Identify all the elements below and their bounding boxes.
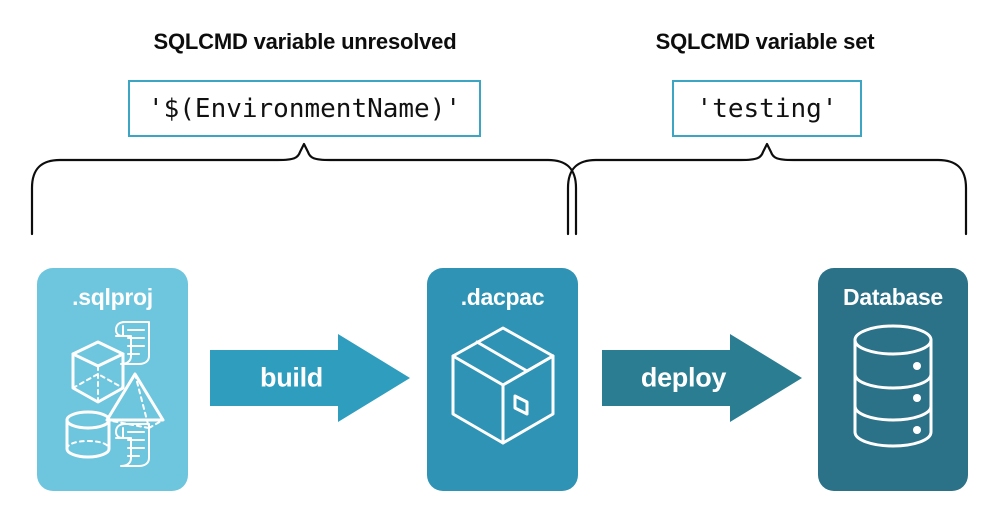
pyramid-icon	[105, 372, 164, 429]
cylinder-icon	[65, 410, 110, 459]
database-icon-cluster	[818, 316, 968, 486]
artifact-label-database: Database	[843, 284, 943, 310]
brace-unresolved	[30, 142, 578, 236]
artifact-box-dacpac: .dacpac	[427, 268, 578, 491]
arrow-build-shape	[210, 334, 410, 422]
brace-set	[566, 142, 968, 236]
sqlproj-icon-cluster	[37, 316, 188, 486]
arrow-deploy-shape	[602, 334, 802, 422]
scroll-icon	[114, 321, 150, 365]
arrow-build: build	[210, 332, 410, 424]
section-title-unresolved: SQLCMD variable unresolved	[153, 29, 457, 54]
code-box-unresolved-value: '$(EnvironmentName)'	[128, 80, 481, 137]
artifact-label-sqlproj: .sqlproj	[72, 284, 153, 310]
code-box-set-value: 'testing'	[672, 80, 862, 137]
artifact-box-sqlproj: .sqlproj	[37, 268, 188, 491]
scroll-icon	[114, 423, 150, 467]
artifact-box-database: Database	[818, 268, 968, 491]
arrow-deploy: deploy	[602, 332, 802, 424]
section-title-set: SQLCMD variable set	[655, 29, 875, 54]
dacpac-icon-cluster	[427, 316, 578, 486]
artifact-label-dacpac: .dacpac	[460, 284, 545, 310]
package-box-icon	[451, 326, 554, 445]
database-cylinder-icon	[853, 324, 933, 448]
cube-icon	[71, 340, 124, 404]
